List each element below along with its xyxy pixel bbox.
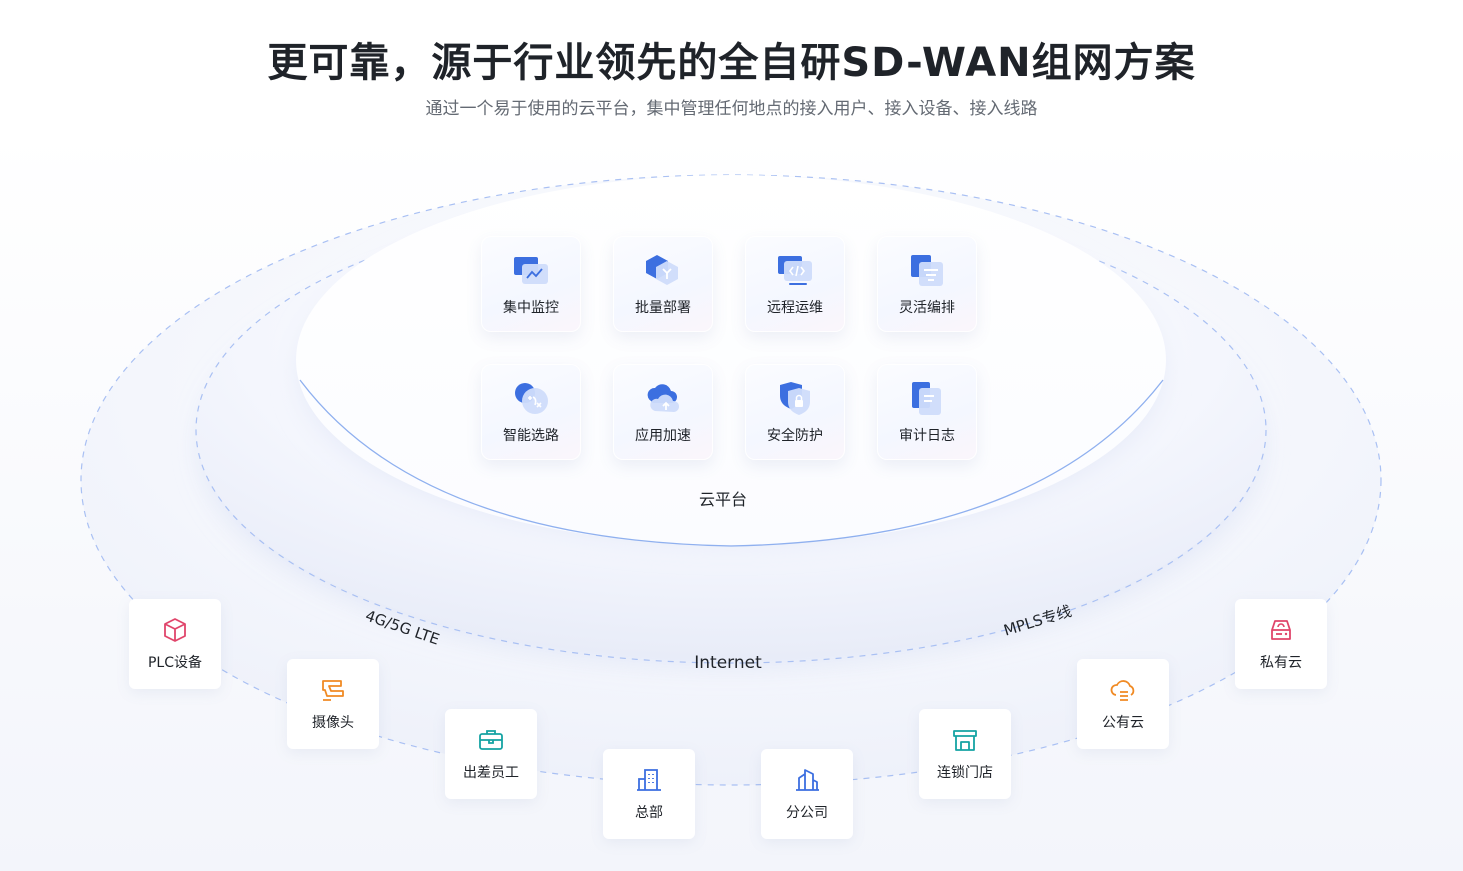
- endpoint-label: 分公司: [786, 805, 828, 821]
- page-title: 更可靠，源于行业领先的全自研SD-WAN组网方案: [267, 40, 1196, 86]
- endpoint-headquarters[interactable]: 总部: [603, 749, 695, 839]
- feature-label: 智能选路: [503, 428, 559, 444]
- endpoint-private-cloud[interactable]: 私有云: [1235, 599, 1327, 689]
- feature-tile-app-acceleration[interactable]: 应用加速: [613, 364, 713, 460]
- cloud-disc-rim: [299, 379, 1164, 547]
- endpoint-chain-store[interactable]: 连锁门店: [919, 709, 1011, 799]
- feature-label: 集中监控: [503, 300, 559, 316]
- feature-tile-batch-deploy[interactable]: 批量部署: [613, 236, 713, 332]
- store-icon: [953, 730, 977, 751]
- endpoint-label: 总部: [635, 805, 663, 821]
- endpoint-label: PLC设备: [147, 655, 203, 671]
- cloud-upload-icon: [647, 384, 680, 412]
- private-cloud-icon: [1271, 620, 1291, 640]
- feature-label: 远程运维: [767, 300, 823, 316]
- page-subtitle: 通过一个易于使用的云平台，集中管理任何地点的接入用户、接入设备、接入线路: [425, 99, 1038, 119]
- building-icon: [637, 769, 661, 791]
- outer-dashed-track: [80, 174, 1382, 786]
- feature-label: 批量部署: [635, 300, 691, 316]
- smart-routing-icon: [515, 383, 548, 414]
- flexible-orchestration-icon: [911, 255, 943, 286]
- briefcase-icon: [479, 730, 503, 750]
- endpoint-camera[interactable]: 摄像头: [287, 659, 379, 749]
- link-label-internet: Internet: [694, 653, 762, 673]
- shield-lock-icon: [780, 382, 810, 415]
- cloud-platform-label: 云平台: [698, 490, 747, 509]
- middle-dashed-track: [195, 196, 1267, 664]
- feature-tile-smart-routing[interactable]: 智能选路: [481, 364, 581, 460]
- feature-tile-centralized-monitoring[interactable]: 集中监控: [481, 236, 581, 332]
- feature-label: 审计日志: [899, 428, 955, 444]
- endpoint-traveling-staff[interactable]: 出差员工: [445, 709, 537, 799]
- cube-icon: [164, 618, 186, 642]
- audit-log-icon: [912, 382, 941, 415]
- feature-label: 应用加速: [635, 428, 691, 444]
- public-cloud-icon: [1110, 680, 1135, 701]
- endpoint-label: 公有云: [1102, 715, 1144, 731]
- feature-tile-security[interactable]: 安全防护: [745, 364, 845, 460]
- feature-label: 安全防护: [767, 428, 823, 444]
- endpoint-label: 摄像头: [312, 715, 354, 731]
- endpoint-public-cloud[interactable]: 公有云: [1077, 659, 1169, 749]
- feature-tile-audit-log[interactable]: 审计日志: [877, 364, 977, 460]
- endpoint-branch-office[interactable]: 分公司: [761, 749, 853, 839]
- camera-icon: [322, 680, 344, 701]
- endpoint-label: 出差员工: [463, 765, 519, 781]
- feature-tile-remote-ops[interactable]: 远程运维: [745, 236, 845, 332]
- monitor-chart-icon: [514, 257, 548, 284]
- remote-ops-icon: [778, 256, 812, 285]
- feature-label: 灵活编排: [899, 300, 955, 316]
- batch-deploy-icon: [646, 255, 678, 285]
- endpoint-label: 私有云: [1260, 655, 1302, 671]
- endpoint-plc-device[interactable]: PLC设备: [129, 599, 221, 689]
- endpoint-label: 连锁门店: [937, 765, 993, 781]
- feature-tile-flexible-orchestration[interactable]: 灵活编排: [877, 236, 977, 332]
- branch-building-icon: [796, 769, 819, 791]
